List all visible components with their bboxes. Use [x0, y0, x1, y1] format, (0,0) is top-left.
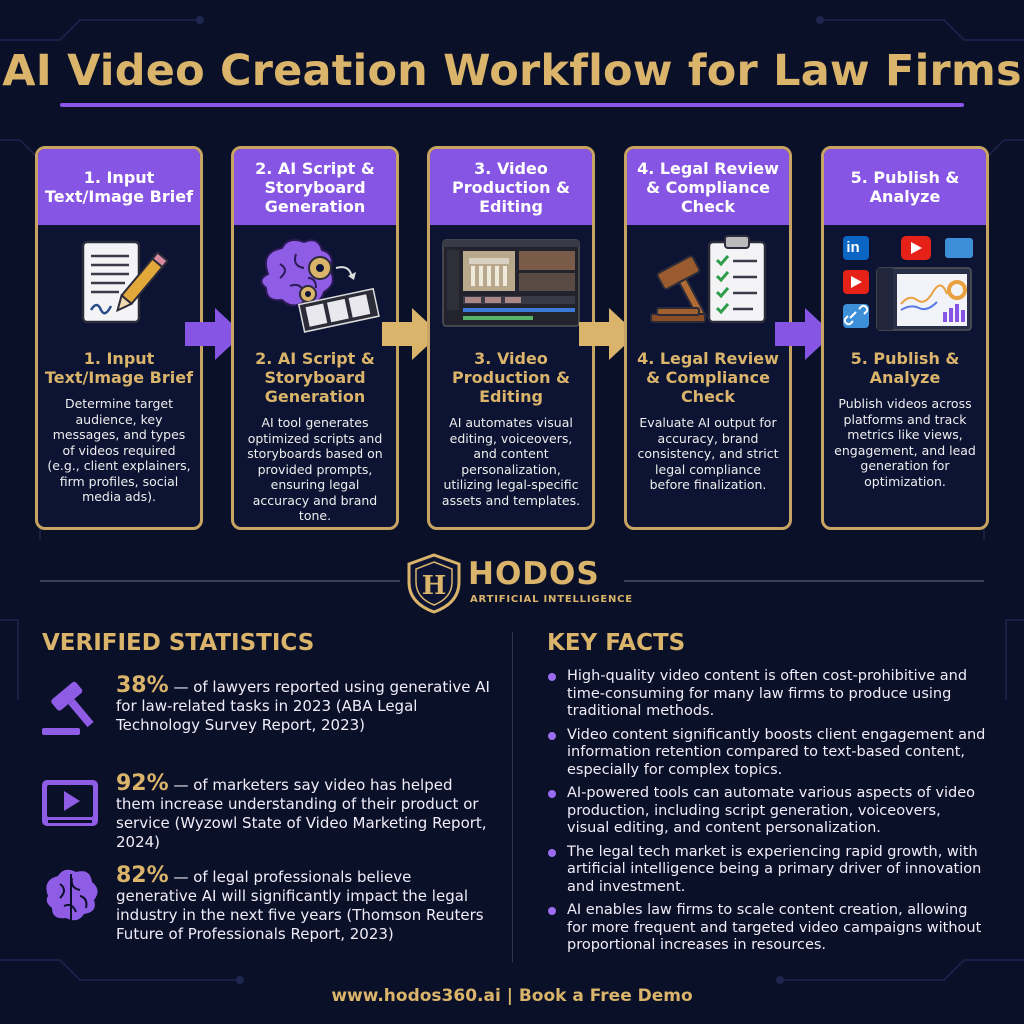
brain-icon	[46, 869, 98, 922]
list-item: Video content significantly boosts clien…	[547, 727, 987, 780]
step-subtitle-3: 3. Video Production & Editing	[452, 349, 570, 406]
bullet-icon	[548, 790, 556, 798]
hodos-shield-logo-icon: H	[407, 553, 461, 614]
step-subtitle-5: 5. Publish & Analyze	[850, 349, 960, 387]
step-desc-2: AI tool generates optimized scripts and …	[247, 415, 383, 523]
social-analytics-icon: in	[824, 225, 986, 343]
step-subtitle-1: 1. Input Text/Image Brief	[44, 349, 194, 387]
fact-text: Video content significantly boosts clien…	[567, 726, 986, 778]
fact-text: AI enables law firms to scale content cr…	[567, 902, 982, 953]
stat-text-2: 92% — of marketers say video has helped …	[116, 771, 496, 852]
stat-desc-1: — of lawyers reported using generative A…	[116, 678, 490, 734]
fact-text: AI-powered tools can automate various as…	[567, 785, 976, 836]
gavel-checklist-icon	[627, 225, 789, 343]
bullet-icon	[548, 673, 556, 681]
arrow-right-icon	[579, 308, 637, 360]
stat-text-3: 82% — of legal professionals believe gen…	[116, 863, 496, 944]
brand-tagline: ARTIFICIAL INTELLIGENCE	[470, 594, 633, 605]
logo-letter: H	[422, 571, 447, 601]
step-card-1: 1. Input Text/Image Brief 1. Input Text/…	[35, 146, 203, 530]
brand-divider-left	[40, 580, 400, 582]
bullet-icon	[548, 848, 556, 857]
step-card-3: 3. Video Production & Editing 3. Video P…	[427, 146, 595, 530]
fact-text: High-quality video content is often cost…	[567, 668, 968, 719]
gavel-icon	[42, 681, 94, 735]
step-card-2: 2. AI Script & Storyboard Generation 2	[231, 146, 399, 530]
workflow-steps: 1. Input Text/Image Brief 1. Input Text/…	[0, 146, 1024, 532]
bullet-icon	[548, 907, 556, 915]
arrow-right-icon	[382, 308, 440, 360]
step-desc-5: Publish videos across platforms and trac…	[834, 396, 976, 489]
video-play-icon	[42, 780, 98, 826]
fact-text: The legal tech market is experiencing ra…	[567, 843, 982, 895]
page-title: AI Video Creation Workflow for Law Firms	[2, 46, 1022, 96]
footer-cta-link[interactable]: www.hodos360.ai | Book a Free Demo	[331, 986, 693, 1006]
step-header-4: 4. Legal Review & Compliance Check	[627, 149, 789, 225]
title-underline	[60, 103, 964, 107]
list-item: High-quality video content is often cost…	[547, 668, 987, 721]
step-desc-1: Determine target audience, key messages,…	[47, 396, 191, 504]
stat-value-2: 92%	[116, 771, 169, 796]
step-card-5: 5. Publish & Analyze in 5. Publ	[821, 146, 989, 530]
document-pen-icon	[38, 225, 200, 343]
step-header-2: 2. AI Script & Storyboard Generation	[234, 149, 396, 225]
step-header-1: 1. Input Text/Image Brief	[38, 149, 200, 225]
facts-title: KEY FACTS	[547, 630, 686, 656]
step-desc-4: Evaluate AI output for accuracy, brand c…	[637, 415, 779, 492]
stat-value-1: 38%	[116, 673, 169, 698]
step-desc-3: AI automates visual editing, voiceovers,…	[441, 415, 581, 508]
arrow-right-icon	[775, 308, 833, 360]
brand-divider-right	[624, 580, 984, 582]
brand-name: HODOS	[468, 556, 600, 592]
list-item: AI enables law firms to scale content cr…	[547, 902, 987, 955]
stat-text-1: 38% — of lawyers reported using generati…	[116, 673, 496, 735]
stat-desc-2: — of marketers say video has helped them…	[116, 776, 487, 851]
list-item: The legal tech market is experiencing ra…	[547, 844, 987, 897]
stats-title: VERIFIED STATISTICS	[42, 630, 315, 656]
stat-desc-3: — of legal professionals believe generat…	[116, 868, 484, 943]
step-subtitle-4: 4. Legal Review & Compliance Check	[637, 349, 779, 406]
step-header-5: 5. Publish & Analyze	[824, 149, 986, 225]
stat-value-3: 82%	[116, 863, 169, 888]
brand-bar: H	[0, 552, 1024, 614]
list-item: AI-powered tools can automate various as…	[547, 785, 987, 838]
step-subtitle-2: 2. AI Script & Storyboard Generation	[255, 349, 375, 406]
linkedin-icon: in	[846, 238, 860, 256]
step-card-4: 4. Legal Review & Compliance Check	[624, 146, 792, 530]
bullet-icon	[548, 731, 556, 740]
column-divider	[512, 632, 513, 962]
video-editor-icon	[430, 225, 592, 343]
step-header-3: 3. Video Production & Editing	[430, 149, 592, 225]
arrow-right-icon	[185, 308, 243, 360]
facts-list: High-quality video content is often cost…	[547, 668, 987, 961]
brain-gear-film-icon	[234, 225, 396, 343]
